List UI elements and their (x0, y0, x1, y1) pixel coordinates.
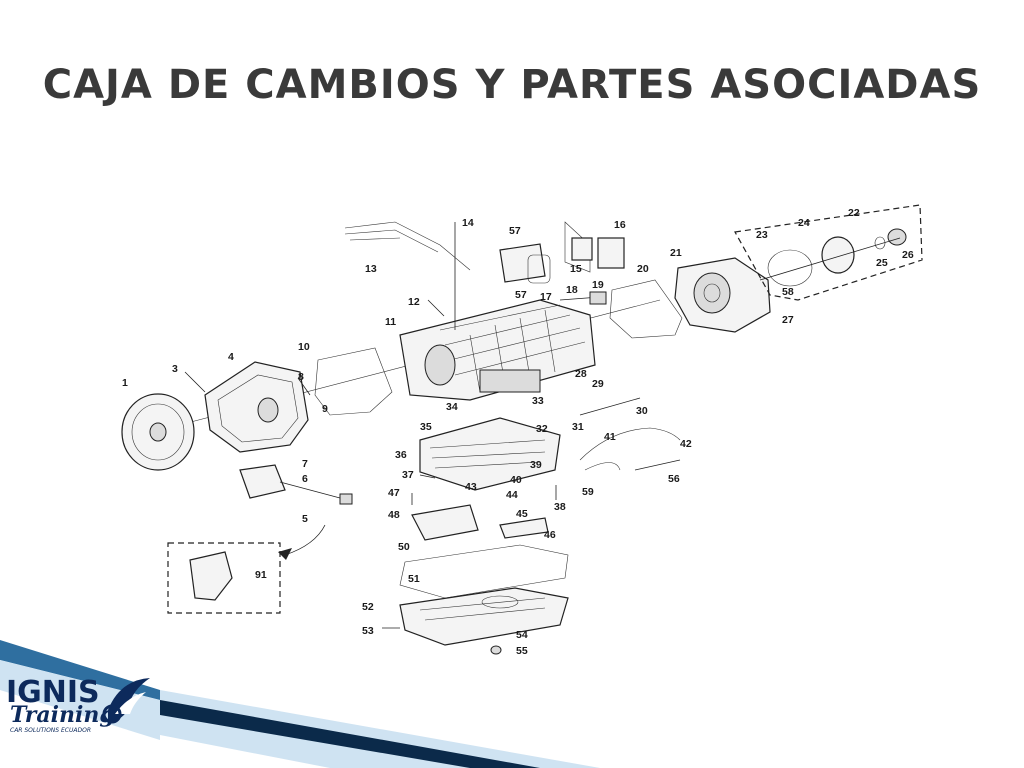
label-39: 39 (530, 459, 542, 471)
label-29: 29 (592, 378, 604, 390)
label-4: 4 (228, 351, 234, 363)
label-25: 25 (876, 257, 888, 269)
label-34: 34 (446, 401, 458, 413)
logo-tagline: CAR SOLUTIONS ECUADOR (10, 727, 91, 734)
slide-title: CAJA DE CAMBIOS Y PARTES ASOCIADAS (42, 62, 982, 108)
part-41-wiring-harness (579, 427, 681, 471)
logo-brand: IGNIS (6, 675, 100, 710)
label-33: 33 (532, 395, 544, 407)
label-15: 15 (570, 263, 582, 275)
part-20-gasket (609, 279, 683, 339)
label-7: 7 (302, 458, 308, 470)
label-56: 56 (668, 473, 680, 485)
label-10: 10 (298, 341, 310, 353)
label-55: 55 (516, 645, 528, 657)
label-47: 47 (388, 487, 400, 499)
label-14: 14 (462, 217, 474, 229)
label-26: 26 (902, 249, 914, 261)
label-20: 20 (637, 263, 649, 275)
label-23: 23 (756, 229, 768, 241)
label-54: 54 (516, 629, 528, 641)
label-53: 53 (362, 625, 374, 637)
label-42: 42 (680, 438, 692, 450)
logo-sub: Training (10, 702, 115, 728)
label-1: 1 (122, 377, 128, 389)
callout-labels: 1 3 4 8 9 10 7 6 5 91 11 12 13 14 57 57 … (122, 207, 914, 657)
part-11-main-case (399, 299, 596, 401)
label-17: 17 (540, 291, 552, 303)
part-6-sensor (239, 464, 353, 505)
part-36-valve-body (419, 417, 561, 491)
label-32: 32 (536, 423, 548, 435)
label-57b: 57 (515, 289, 527, 301)
part-19-shaft (559, 291, 607, 305)
label-21: 21 (670, 247, 682, 259)
decorative-stripes (0, 640, 600, 768)
label-3: 3 (172, 363, 178, 375)
label-6: 6 (302, 473, 308, 485)
part-13-harness (344, 221, 471, 271)
label-46: 46 (544, 529, 556, 541)
label-51: 51 (408, 573, 420, 585)
label-57a: 57 (509, 225, 521, 237)
label-19: 19 (592, 279, 604, 291)
label-91: 91 (255, 569, 267, 581)
part-57-filter (499, 243, 551, 284)
label-52: 52 (362, 601, 374, 613)
label-43: 43 (465, 481, 477, 493)
detail-box-22-26 (734, 204, 923, 301)
label-16: 16 (614, 219, 626, 231)
label-24: 24 (798, 217, 810, 229)
label-41: 41 (604, 431, 616, 443)
label-27: 27 (782, 314, 794, 326)
label-22: 22 (848, 207, 860, 219)
label-37: 37 (402, 469, 414, 481)
label-40: 40 (510, 474, 522, 486)
part-46-bracket (499, 517, 549, 539)
part-55-drain-plug (490, 645, 502, 655)
part-4-converter-housing (204, 361, 309, 453)
label-8: 8 (298, 371, 304, 383)
label-9: 9 (322, 403, 328, 415)
detail-box-91 (167, 524, 326, 614)
label-44: 44 (506, 489, 518, 501)
part-48-filter (411, 504, 479, 541)
label-28: 28 (575, 368, 587, 380)
label-38: 38 (554, 501, 566, 513)
label-59: 59 (582, 486, 594, 498)
part-1-flexplate (121, 393, 195, 471)
label-31: 31 (572, 421, 584, 433)
label-11: 11 (385, 316, 396, 328)
label-12: 12 (408, 296, 420, 308)
label-58: 58 (782, 286, 794, 298)
part-10-gasket (314, 347, 393, 416)
label-36: 36 (395, 449, 407, 461)
label-35: 35 (420, 421, 432, 433)
label-30: 30 (636, 405, 648, 417)
label-18: 18 (566, 284, 578, 296)
part-52-oil-pan (399, 587, 569, 646)
label-13: 13 (365, 263, 377, 275)
label-45: 45 (516, 508, 528, 520)
label-48: 48 (388, 509, 400, 521)
part-50-pan-gasket (399, 544, 569, 599)
part-15-16-assembly (564, 221, 625, 273)
brand-logo: IGNIS Training CAR SOLUTIONS ECUADOR (6, 675, 150, 734)
label-50: 50 (398, 541, 410, 553)
label-5: 5 (302, 513, 308, 525)
flame-wing-icon (102, 678, 150, 724)
part-21-extension-housing (674, 257, 771, 333)
